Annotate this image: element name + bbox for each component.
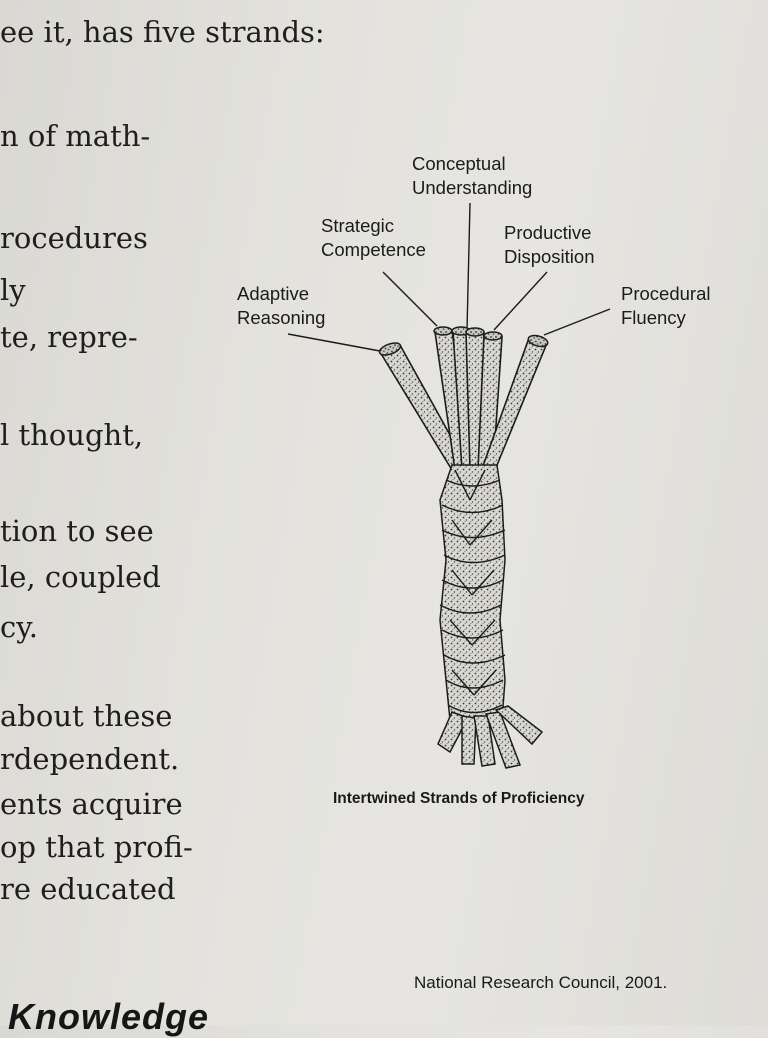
label-line: Competence <box>321 239 426 260</box>
label-line: Conceptual <box>412 153 506 174</box>
body-text-line: te, repre- <box>0 320 138 354</box>
label-line: Reasoning <box>237 307 326 328</box>
figure-caption: Intertwined Strands of Proficiency <box>333 790 585 807</box>
label-conceptual-understanding: Conceptual Understanding <box>412 152 532 200</box>
label-adaptive-reasoning: Adaptive Reasoning <box>237 282 325 330</box>
body-text-line: re educated <box>0 872 176 906</box>
leader-lines <box>287 202 611 352</box>
body-text-line: rocedures <box>0 221 148 255</box>
source-citation: National Research Council, 2001. <box>414 973 668 992</box>
body-text-line: rdependent. <box>0 742 180 776</box>
label-strategic-competence: Strategic Competence <box>321 214 426 262</box>
body-text-line: l thought, <box>0 418 144 452</box>
label-procedural-fluency: Procedural Fluency <box>621 282 710 330</box>
frayed-bottom <box>437 705 544 769</box>
label-productive-disposition: Productive Disposition <box>504 221 595 269</box>
strand-end-caps <box>378 326 549 356</box>
body-text-line: n of math- <box>0 119 151 153</box>
label-line: Adaptive <box>237 283 309 304</box>
body-text-line: ee it, has five strands: <box>0 15 325 49</box>
body-text-line: ents acquire <box>0 787 183 821</box>
body-text-line: cy. <box>0 610 38 644</box>
body-text-line: tion to see <box>0 514 154 548</box>
body-text-line: op that profi- <box>0 830 193 864</box>
label-line: Fluency <box>621 307 686 328</box>
label-line: Disposition <box>504 246 595 267</box>
label-line: Understanding <box>412 177 533 198</box>
body-text-line: about these <box>0 699 173 733</box>
body-text-line: ly <box>0 273 26 307</box>
rope-strands <box>378 329 549 472</box>
braid-weave <box>439 469 506 714</box>
body-text-line: le, coupled <box>0 560 161 594</box>
footer-section-title: l Knowledge <box>0 996 210 1037</box>
label-line: Procedural <box>621 283 711 304</box>
label-line: Strategic <box>321 215 395 236</box>
label-line: Productive <box>504 222 592 243</box>
